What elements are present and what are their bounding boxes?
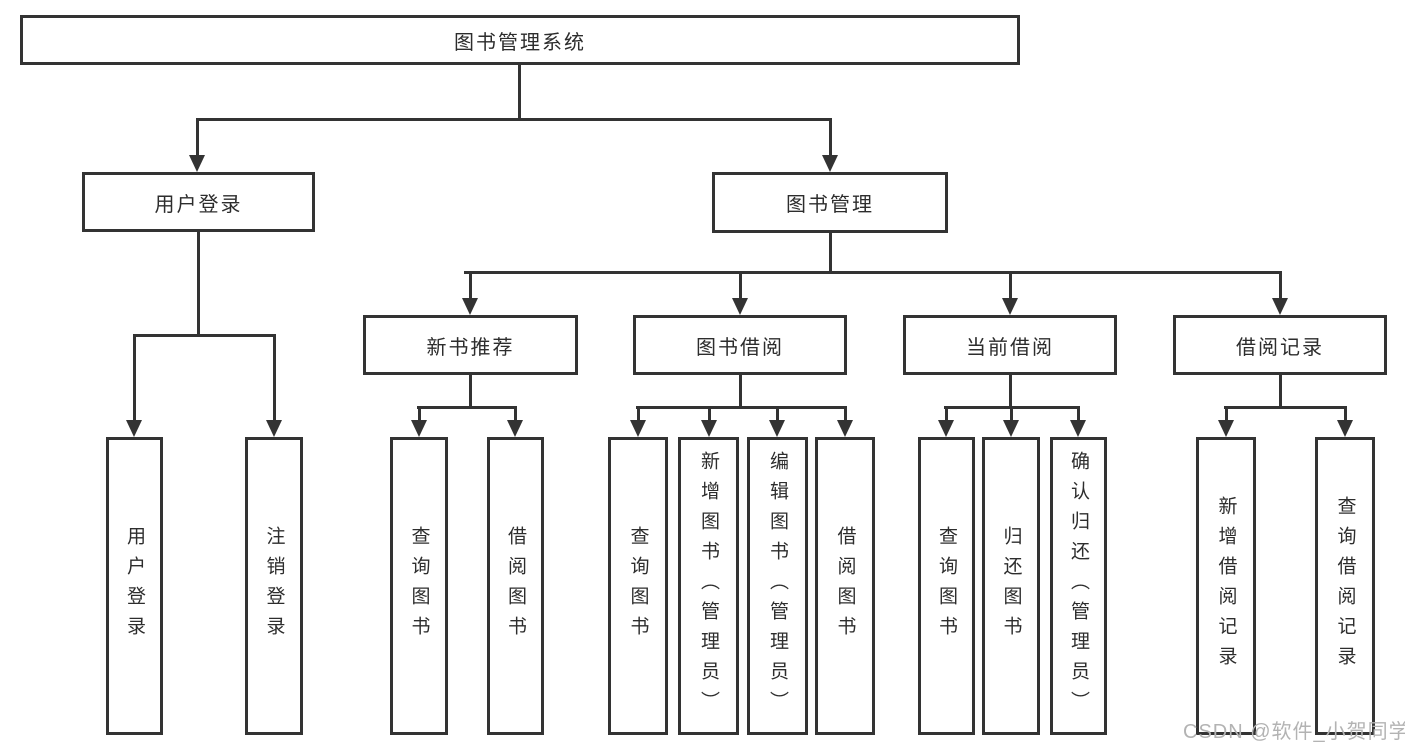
arrowhead-down-icon [126,420,142,437]
arrowhead-down-icon [837,420,853,437]
leaf-records-add-borrow-record: 新增借阅记录 [1196,437,1256,735]
arrowhead-down-icon [189,155,205,172]
node-book-borrow: 图书借阅 [633,315,847,375]
connector-line [944,406,948,422]
connector-line [775,406,779,422]
arrowhead-down-icon [1003,420,1019,437]
connector-line [1343,406,1347,422]
node-book-borrow-label: 图书借阅 [696,336,784,359]
connector-line [828,233,832,274]
leaf-current-confirm-return-admin: 确认归还（管理员） [1050,437,1107,735]
node-current-borrow: 当前借阅 [903,315,1117,375]
leaf-user-login-label: 用户登录 [124,526,145,646]
connector-line [417,406,421,422]
leaf-borrow-add-books-admin: 新增图书（管理员） [678,437,739,735]
connector-line [1278,375,1282,409]
arrowhead-down-icon [1218,420,1234,437]
connector-line [738,271,742,300]
leaf-records-query-borrow-record: 查询借阅记录 [1315,437,1375,735]
connector-line [517,65,521,121]
connector-line [196,118,832,121]
leaf-borrow-query-books-label: 查询图书 [627,526,649,646]
connector-line [1224,406,1228,422]
node-root-label: 图书管理系统 [454,31,586,54]
leaf-borrow-edit-books-admin: 编辑图书（管理员） [747,437,808,735]
leaf-current-return-books: 归还图书 [982,437,1040,735]
leaf-recommend-query-books-label: 查询图书 [408,526,430,646]
node-root: 图书管理系统 [20,15,1020,65]
arrowhead-down-icon [266,420,282,437]
leaf-current-confirm-return-admin-label: 确认归还（管理员） [1068,451,1089,721]
arrowhead-down-icon [1070,420,1086,437]
connector-line [133,334,276,337]
connector-line [828,118,832,157]
connector-line [132,334,136,422]
node-user-login-label: 用户登录 [154,193,243,216]
leaf-recommend-borrow-books-label: 借阅图书 [505,526,526,646]
leaf-current-return-books-label: 归还图书 [1000,526,1022,646]
connector-line [738,375,742,409]
connector-line [1076,406,1080,422]
connector-line [417,406,517,409]
node-current-borrow-label: 当前借阅 [966,336,1054,359]
connector-line [195,118,199,157]
arrowhead-down-icon [630,420,646,437]
connector-line [636,406,640,422]
connector-line [468,375,472,409]
leaf-records-add-borrow-record-label: 新增借阅记录 [1215,496,1237,676]
connector-line [1224,406,1347,409]
connector-line [1278,271,1282,300]
leaf-recommend-query-books: 查询图书 [390,437,448,735]
connector-line [707,406,711,422]
leaf-logout: 注销登录 [245,437,303,735]
arrowhead-down-icon [507,420,523,437]
arrowhead-down-icon [1002,298,1018,315]
connector-line [464,271,1282,274]
connector-line [196,232,200,337]
arrowhead-down-icon [938,420,954,437]
connector-line [513,406,517,422]
arrowhead-down-icon [822,155,838,172]
leaf-current-query-books-label: 查询图书 [936,526,957,646]
node-borrow-records: 借阅记录 [1173,315,1387,375]
arrowhead-down-icon [701,420,717,437]
arrowhead-down-icon [411,420,427,437]
leaf-borrow-add-books-admin-label: 新增图书（管理员） [698,451,719,721]
arrowhead-down-icon [732,298,748,315]
leaf-borrow-borrow-books-label: 借阅图书 [834,526,856,646]
node-book-management-label: 图书管理 [786,194,874,216]
connector-line [468,271,472,300]
leaf-borrow-borrow-books: 借阅图书 [815,437,875,735]
arrowhead-down-icon [1337,420,1353,437]
node-user-login: 用户登录 [82,172,315,232]
connector-line [1008,375,1012,409]
connector-line [1009,406,1013,422]
node-borrow-records-label: 借阅记录 [1236,336,1324,359]
arrowhead-down-icon [1272,298,1288,315]
leaf-logout-label: 注销登录 [263,526,285,646]
watermark: CSDN @软件_小贺同学 [1183,721,1405,743]
arrowhead-down-icon [769,420,785,437]
node-new-book-recommend-label: 新书推荐 [426,336,515,359]
connector-line [1008,271,1012,300]
arrowhead-down-icon [462,298,478,315]
connector-line [272,334,276,422]
leaf-borrow-query-books: 查询图书 [608,437,668,735]
node-book-management: 图书管理 [712,172,948,233]
leaf-current-query-books: 查询图书 [918,437,975,735]
leaf-recommend-borrow-books: 借阅图书 [487,437,544,735]
connector-line [843,406,847,422]
connector-line [636,406,847,409]
leaf-records-query-borrow-record-label: 查询借阅记录 [1334,496,1356,676]
leaf-borrow-edit-books-admin-label: 编辑图书（管理员） [767,451,788,721]
node-new-book-recommend: 新书推荐 [363,315,578,375]
leaf-user-login: 用户登录 [106,437,163,735]
